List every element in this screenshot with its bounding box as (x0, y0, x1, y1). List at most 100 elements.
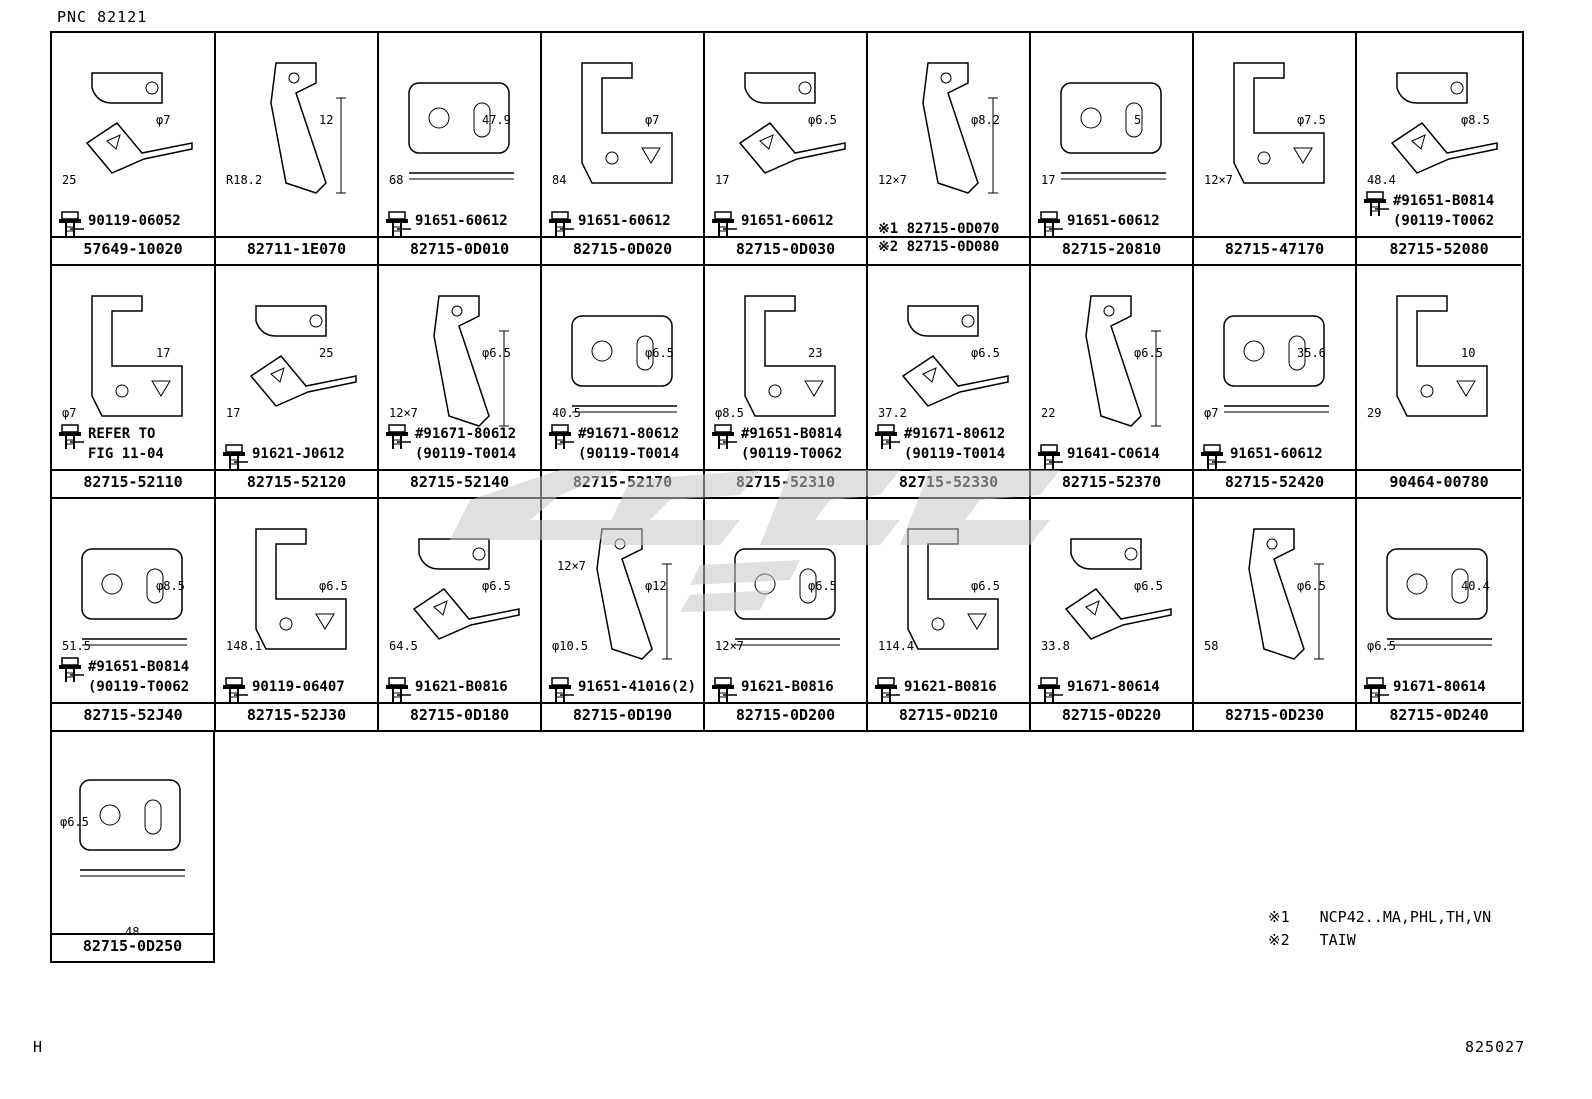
bolt-icon (1038, 444, 1063, 469)
parts-cell[interactable]: φ12 φ10.5 12×7 91651-41016(2) 82715-0D190 (542, 499, 705, 732)
dimension-label: φ6.5 (1134, 579, 1163, 593)
fastener-alt-part-number: (90119-T0014 (904, 446, 1006, 462)
part-drawing (596, 528, 672, 660)
part-drawing (85, 72, 193, 174)
dimension-label: φ7 (1204, 406, 1219, 420)
dimension-label: φ8.2 (971, 113, 1000, 127)
part-number-label: 82715-0D190 (542, 704, 705, 732)
bolt-icon (1364, 191, 1389, 216)
part-drawing (433, 295, 509, 427)
part-number-label: 82715-0D200 (705, 704, 868, 732)
dimension-label: 17 (156, 346, 171, 360)
dimension-label: 22 (1041, 406, 1056, 420)
bolt-icon (549, 211, 574, 236)
fastener-alt-part-number: FIG 11-04 (88, 446, 164, 462)
dimension-label: φ7 (62, 406, 77, 420)
fastener-alt-part-number: (90119-T0014 (415, 446, 517, 462)
fastener-part-number: 91651-60612 (578, 213, 671, 229)
part-number-label: 82715-0D250 (82, 937, 183, 955)
cell-frame (50, 730, 215, 963)
part-drawing (581, 62, 673, 184)
dimension-label: 68 (389, 173, 404, 187)
part-number-label: 57649-10020 (52, 238, 216, 266)
fastener-part-number: 91621-B0816 (741, 679, 834, 695)
part-number-label: 82715-0D220 (1031, 704, 1194, 732)
part-drawing (734, 548, 840, 646)
dimension-label: 10 (1461, 346, 1476, 360)
dimension-label: φ6.5 (482, 346, 511, 360)
fastener-part-number: 91621-J0612 (252, 446, 345, 462)
pnc-label: PNC 82121 (57, 8, 148, 26)
dimension-label: 12×7 (557, 559, 586, 573)
part-drawing (81, 548, 187, 646)
dimension-label: 58 (1204, 639, 1219, 653)
bolt-icon (1038, 677, 1063, 702)
dimension-label: φ6.5 (971, 579, 1000, 593)
dimension-label: 35.6 (1297, 346, 1326, 360)
bolt-icon (1038, 211, 1063, 236)
dimension-label: φ6.5 (971, 346, 1000, 360)
dimension-label: 37.2 (878, 406, 907, 420)
fastener-part-number: 91651-41016(2) (578, 679, 697, 695)
fastener-alt-part-number: (90119-T0014 (578, 446, 680, 462)
part-number-label: 82715-52370 (1031, 471, 1194, 499)
dimension-label: 47.9 (482, 113, 511, 127)
part-number-label: 82715-52110 (52, 471, 216, 499)
fastener-part-number: #91651-B0814 (1393, 193, 1495, 209)
fastener-part-number: 90119-06052 (88, 213, 181, 229)
dimension-label: φ10.5 (552, 639, 589, 653)
dimension-label: φ6.5 (482, 579, 511, 593)
part-number-label: 82715-52080 (1357, 238, 1521, 266)
part-number-label (868, 238, 1031, 266)
bolt-icon (1201, 444, 1226, 469)
alternate-part-number: ※1 82715-0D070 (878, 221, 1000, 237)
part-number-label: 82715-0D020 (542, 238, 705, 266)
part-number-label: 82715-52120 (216, 471, 379, 499)
dimension-label: 12×7 (1204, 173, 1233, 187)
part-drawing (91, 295, 183, 417)
dimension-label: φ12 (645, 579, 667, 593)
part-number-label: 82715-20810 (1031, 238, 1194, 266)
